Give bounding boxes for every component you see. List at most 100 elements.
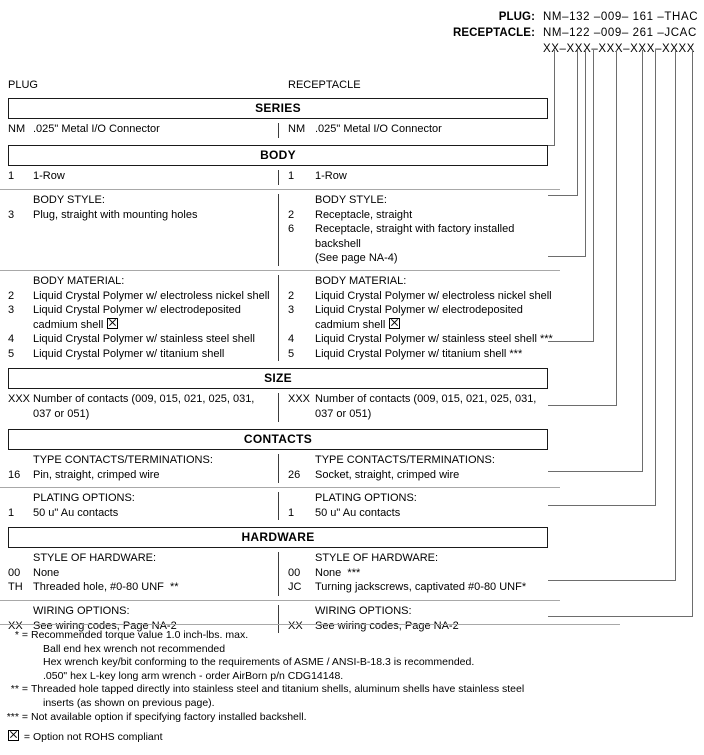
part-number-value-0: NM–132 –009– 161 –THAC — [543, 11, 699, 23]
footnote-line: * =Recommended torque value 1.0 inch-lbs… — [0, 629, 620, 643]
option-code: 00 — [8, 566, 21, 579]
group-label: BODY MATERIAL: — [315, 275, 407, 287]
group-column-right: XXX Number of contacts (009, 015, 021, 02… — [284, 392, 560, 421]
option-code: XXX — [8, 393, 31, 405]
column-divider — [278, 393, 279, 422]
option-code: JC — [288, 581, 302, 593]
group-label: WIRING OPTIONS: — [33, 605, 130, 617]
option-code: XX — [8, 619, 23, 632]
option-code: NM — [8, 123, 26, 135]
option-row[interactable]: XX See wiring codes, Page NA-2 — [0, 619, 272, 634]
option-code: 4 — [288, 333, 295, 345]
option-text: Liquid Crystal Polymer w/ stainless stee… — [33, 333, 255, 345]
option-code: 16 — [8, 468, 21, 481]
option-group: XXX Number of contacts (009, 015, 021, 02… — [0, 389, 560, 426]
option-code: 1 — [288, 506, 295, 519]
group-label: STYLE OF HARDWARE: — [315, 552, 439, 564]
group-column-left: WIRING OPTIONS: XX See wiring codes, Page … — [0, 604, 272, 633]
column-headers: PLUG RECEPTACLE — [0, 78, 560, 95]
footnote-line: Hex wrench key/bit conforming to the req… — [0, 656, 620, 670]
option-code: XXX — [288, 393, 311, 405]
bracket-hardware-style-vertical — [675, 60, 676, 580]
section-title-series: SERIES — [8, 98, 548, 119]
bracket-hardware-style-horizontal — [548, 580, 676, 581]
option-code: 3 — [8, 304, 15, 316]
column-divider — [278, 605, 279, 633]
option-row[interactable]: XXX Number of contacts (009, 015, 021, 02… — [284, 392, 560, 421]
option-text: See wiring codes, Page NA-2 — [33, 619, 177, 632]
pn-tick-4 — [593, 50, 594, 60]
footnote-text: Recommended torque value 1.0 inch-lbs. m… — [31, 629, 249, 641]
part-number-row-2: XX–XXX–XXX–XXX–XXXX — [0, 42, 704, 57]
footnote-line: Ball end hex wrench not recommended — [0, 643, 620, 657]
option-row[interactable]: NM.025" Metal I/O Connector — [284, 122, 560, 137]
bracket-plating-vertical — [655, 60, 656, 505]
footnote-text: Hex wrench key/bit conforming to the req… — [43, 656, 475, 669]
bracket-wiring-vertical — [692, 60, 693, 616]
option-row[interactable]: 3 Liquid Crystal Polymer w/ electrodeposi… — [0, 303, 272, 332]
option-code: 4 — [8, 333, 15, 345]
option-text: See wiring codes, Page NA-2 — [315, 619, 459, 632]
option-row[interactable]: 4 Liquid Crystal Polymer w/ stainless ste… — [284, 332, 560, 347]
group-label: WIRING OPTIONS: — [315, 605, 412, 617]
option-row[interactable]: 4 Liquid Crystal Polymer w/ stainless ste… — [0, 332, 272, 347]
section-title-contacts: CONTACTS — [8, 429, 548, 450]
pn-tick-8 — [675, 50, 676, 60]
part-number-value-2: XX–XXX–XXX–XXX–XXXX — [543, 43, 696, 55]
bracket-body-style-horizontal — [548, 256, 586, 257]
rohs-icon — [107, 317, 119, 329]
option-code: 1 — [8, 506, 15, 519]
group-label: PLATING OPTIONS: — [33, 492, 135, 504]
footnote-text: Threaded hole tapped directly into stain… — [31, 683, 525, 696]
option-text: Liquid Crystal Polymer w/ titanium shell… — [315, 347, 523, 360]
option-text: Receptacle, straight — [315, 208, 413, 221]
option-text: Liquid Crystal Polymer w/ electrodeposit… — [33, 304, 241, 331]
rohs-legend-text: = Option not ROHS compliant — [23, 731, 163, 743]
group-label: STYLE OF HARDWARE: — [33, 552, 157, 564]
option-group: WIRING OPTIONS: XX See wiring codes, Page … — [0, 600, 560, 637]
part-number-row-0: PLUG:NM–132 –009– 161 –THAC — [0, 10, 704, 25]
part-number-row-1: RECEPTACLE:NM–122 –009– 261 –JCAC — [0, 26, 704, 41]
pn-tick-1 — [554, 50, 555, 60]
option-text: Liquid Crystal Polymer w/ stainless stee… — [315, 333, 553, 345]
option-text: Liquid Crystal Polymer w/ electroless ni… — [33, 289, 270, 302]
group-label: BODY STYLE: — [33, 194, 105, 206]
column-divider — [278, 170, 279, 185]
section-title-body: BODY — [8, 145, 548, 166]
pn-tick-9 — [692, 50, 693, 60]
option-row[interactable]: NM.025" Metal I/O Connector — [0, 122, 272, 137]
part-number-label-1: RECEPTACLE: — [452, 27, 535, 39]
option-code: 5 — [8, 347, 15, 360]
bracket-body-material-vertical — [593, 60, 594, 341]
option-text: Number of contacts (009, 015, 021, 025, … — [315, 393, 537, 420]
group-label: BODY STYLE: — [315, 194, 387, 206]
footnote-line: ** =Threaded hole tapped directly into s… — [0, 683, 620, 697]
option-code: 26 — [288, 468, 301, 481]
